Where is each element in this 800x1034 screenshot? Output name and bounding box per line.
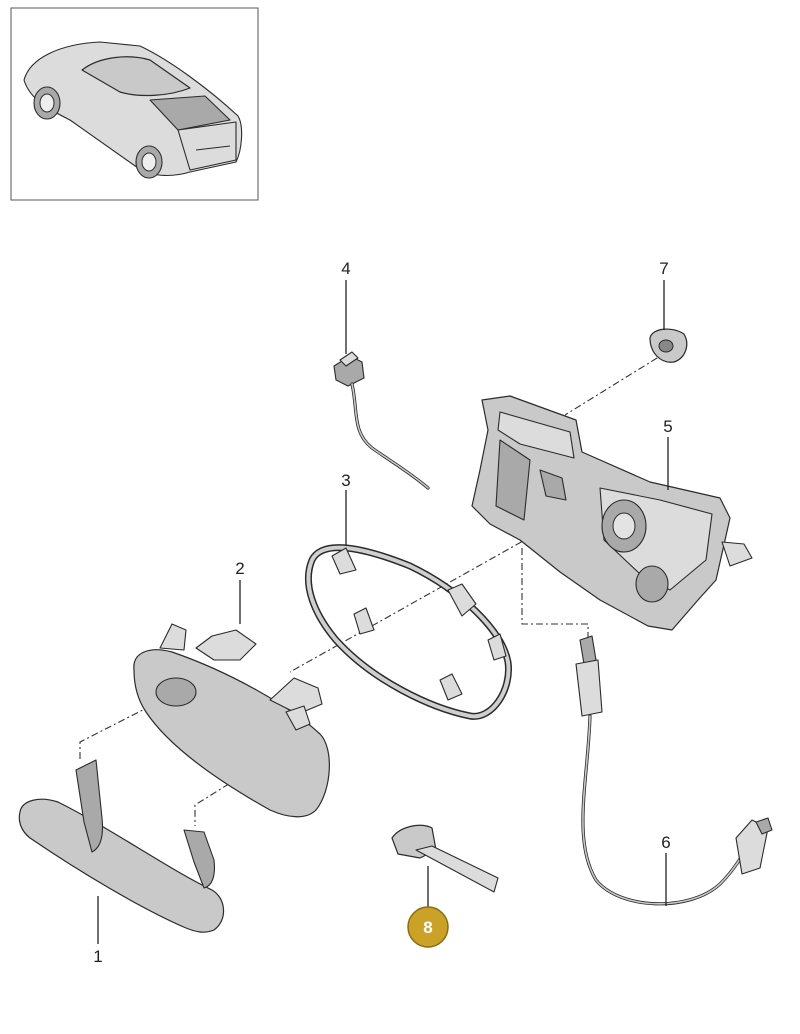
callout-3[interactable]: 3 [341, 471, 350, 490]
part-2-handle-housing [133, 623, 330, 818]
callout-8-badge[interactable]: 8 [407, 906, 449, 948]
callout-6[interactable]: 6 [661, 833, 670, 852]
part-4-sensor-wire [333, 351, 430, 490]
part-1-door-handle [18, 759, 225, 933]
part-3-gasket [305, 544, 512, 720]
car-icon [23, 41, 243, 179]
callout-labels: 1 2 3 4 5 6 7 8 [93, 259, 672, 966]
callout-5[interactable]: 5 [663, 417, 672, 436]
assembly-lines [79, 349, 671, 826]
callout-4[interactable]: 4 [341, 259, 350, 278]
vehicle-thumbnail [10, 7, 259, 201]
callout-7[interactable]: 7 [659, 259, 668, 278]
callout-1[interactable]: 1 [93, 947, 102, 966]
callout-2[interactable]: 2 [235, 559, 244, 578]
part-7-grommet [649, 328, 688, 363]
part-8-key [391, 824, 499, 893]
callout-leaders [97, 280, 669, 944]
callout-8[interactable]: 8 [423, 918, 432, 937]
part-6-release-cable [575, 635, 773, 906]
part-5-carrier-bracket [471, 395, 753, 631]
